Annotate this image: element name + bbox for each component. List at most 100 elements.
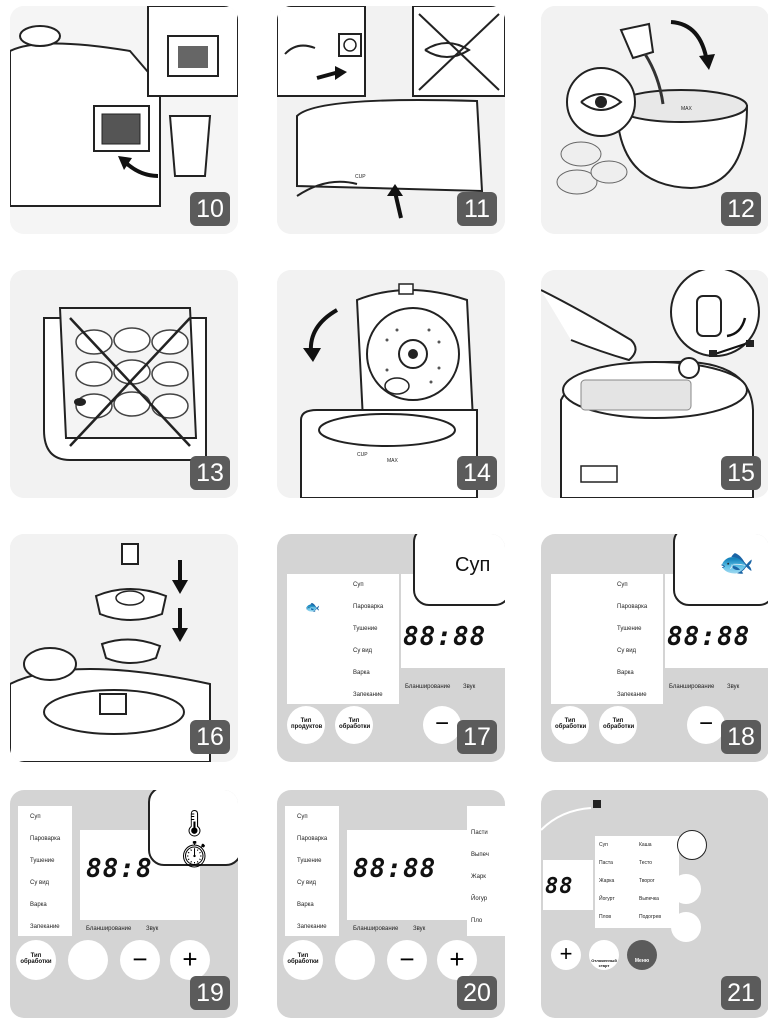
product-type-button[interactable]: Тип продуктов <box>287 706 325 744</box>
delay-start-label: Отложенный старт <box>591 958 617 968</box>
program-boil: Варка <box>353 670 370 676</box>
step-21-panel: 88 Суп Каша Паста Тесто Жарка Творог Йог… <box>541 790 768 1018</box>
plus-button[interactable]: + <box>437 940 477 980</box>
processing-type-label: Тип обработки <box>603 718 635 730</box>
program-steam: Пароварка <box>297 836 328 842</box>
program-sous-vide: Су вид <box>30 880 50 886</box>
minus-button[interactable]: − <box>120 940 160 980</box>
program-bake: Запекание <box>617 692 647 698</box>
steam-button[interactable] <box>671 912 701 942</box>
program-steam: Пароварка <box>353 604 384 610</box>
temp-timer-button[interactable] <box>68 940 108 980</box>
menu-label: Меню <box>634 958 650 964</box>
program-fry: Жарка <box>599 878 615 884</box>
processing-type-button[interactable]: Тип обработки <box>16 940 56 980</box>
processing-type-label: Тип обработки <box>555 718 587 730</box>
program-bake: Запекание <box>297 924 327 930</box>
sound-label: Звук <box>146 926 159 932</box>
step-number: 14 <box>457 456 497 490</box>
valve-assembly-illustration <box>10 534 238 762</box>
minus-button[interactable]: − <box>387 940 427 980</box>
delay-start-button[interactable]: Отложенный старт <box>589 940 619 970</box>
program-list: Суп Пароварка Тушение Су вид Варка Запек… <box>18 806 72 936</box>
time-display: 88:88 <box>403 622 487 652</box>
step-number: 10 <box>190 192 230 226</box>
program-soup: Суп <box>353 582 364 588</box>
soup-callout-text: Суп <box>455 554 491 576</box>
product-column: 🐟 <box>287 574 343 704</box>
time-display: 88:88 <box>667 622 751 652</box>
step-number: 17 <box>457 720 497 754</box>
max-mark: MAX <box>681 106 692 112</box>
program-bakery: Выпечка <box>639 896 659 902</box>
step-number: 21 <box>721 976 761 1010</box>
program-reheat: Подогрев <box>639 914 662 920</box>
processing-type-label: Тип обработки <box>20 953 52 965</box>
step-number: 11 <box>457 192 497 226</box>
step-number: 18 <box>721 720 761 754</box>
cup-mark: CUP <box>355 174 366 180</box>
program-pasta: Пасти <box>471 830 488 836</box>
temp-timer-button[interactable] <box>335 940 375 980</box>
program-stew: Тушение <box>617 626 642 632</box>
program-boil: Варка <box>617 670 634 676</box>
delay-start-side-button[interactable] <box>671 874 701 904</box>
processing-type-label: Тип обработки <box>287 953 319 965</box>
processing-type-button[interactable]: Тип обработки <box>551 706 589 744</box>
sound-label: Звук <box>463 684 476 690</box>
lock-lid-illustration <box>541 270 768 498</box>
menu-button[interactable]: Меню <box>627 940 657 970</box>
cooker-side-illustration <box>10 6 238 234</box>
product-type-label: Тип продуктов <box>291 718 323 730</box>
step-11-panel: CUP 11 <box>277 6 505 234</box>
program-yogurt: Йогур <box>471 896 488 902</box>
program-stew: Тушение <box>30 858 55 864</box>
step-number: 13 <box>190 456 230 490</box>
blanch-label: Бланширование <box>669 684 715 690</box>
program-list: Суп Пароварка Тушение Су вид Варка Запек… <box>607 574 663 704</box>
program-soup: Суп <box>30 814 41 820</box>
program-stew: Тушение <box>297 858 322 864</box>
program-yogurt: Йогурт <box>599 896 615 902</box>
power-button[interactable] <box>677 830 707 860</box>
cup-mark: CUP <box>357 452 368 458</box>
time-display: 88:8 <box>86 854 153 884</box>
processing-type-button[interactable]: Тип обработки <box>335 706 373 744</box>
minus-button[interactable]: − <box>687 706 725 744</box>
processing-type-button-2[interactable]: Тип обработки <box>599 706 637 744</box>
step-14-panel: CUP MAX 14 <box>277 270 505 498</box>
sound-label: Звук <box>727 684 740 690</box>
product-column <box>551 574 607 704</box>
close-lid-illustration <box>277 270 505 498</box>
step-20-panel: Суп Пароварка Тушение Су вид Варка Запек… <box>277 790 505 1018</box>
program-fry: Жарк <box>471 874 486 880</box>
soup-callout: Суп <box>413 534 505 606</box>
program-bakery: Выпеч <box>471 852 489 858</box>
program-list: Суп Пароварка Тушение Су вид Варка Запек… <box>343 574 399 704</box>
max-mark: MAX <box>387 458 398 464</box>
blanch-label: Бланширование <box>405 684 451 690</box>
plus-button[interactable]: + <box>170 940 210 980</box>
program-bake: Запекание <box>30 924 60 930</box>
sound-label: Звук <box>413 926 426 932</box>
processing-type-button[interactable]: Тип обработки <box>283 940 323 980</box>
temp-timer-icon: 🌡⏱ <box>178 808 212 869</box>
lock-indicator-illustration <box>541 800 601 831</box>
program-pasta: Паста <box>599 860 613 866</box>
program-sous-vide: Су вид <box>617 648 637 654</box>
program-boil: Варка <box>297 902 314 908</box>
program-pilaf: Плов <box>599 914 612 920</box>
program-sous-vide: Су вид <box>353 648 373 654</box>
step-number: 19 <box>190 976 230 1010</box>
minus-button[interactable]: − <box>423 706 461 744</box>
step-15-panel: 15 <box>541 270 768 498</box>
step-12-panel: MAX 12 <box>541 6 768 234</box>
program-stew: Тушение <box>353 626 378 632</box>
program-soup: Суп <box>617 582 628 588</box>
plus-button[interactable]: + <box>551 940 581 970</box>
time-display: 88 <box>545 874 574 899</box>
step-number: 20 <box>457 976 497 1010</box>
blanch-label: Бланширование <box>86 926 132 932</box>
fish-icon: 🐟 <box>305 600 320 614</box>
fish-icon: 🐟 <box>719 547 754 578</box>
